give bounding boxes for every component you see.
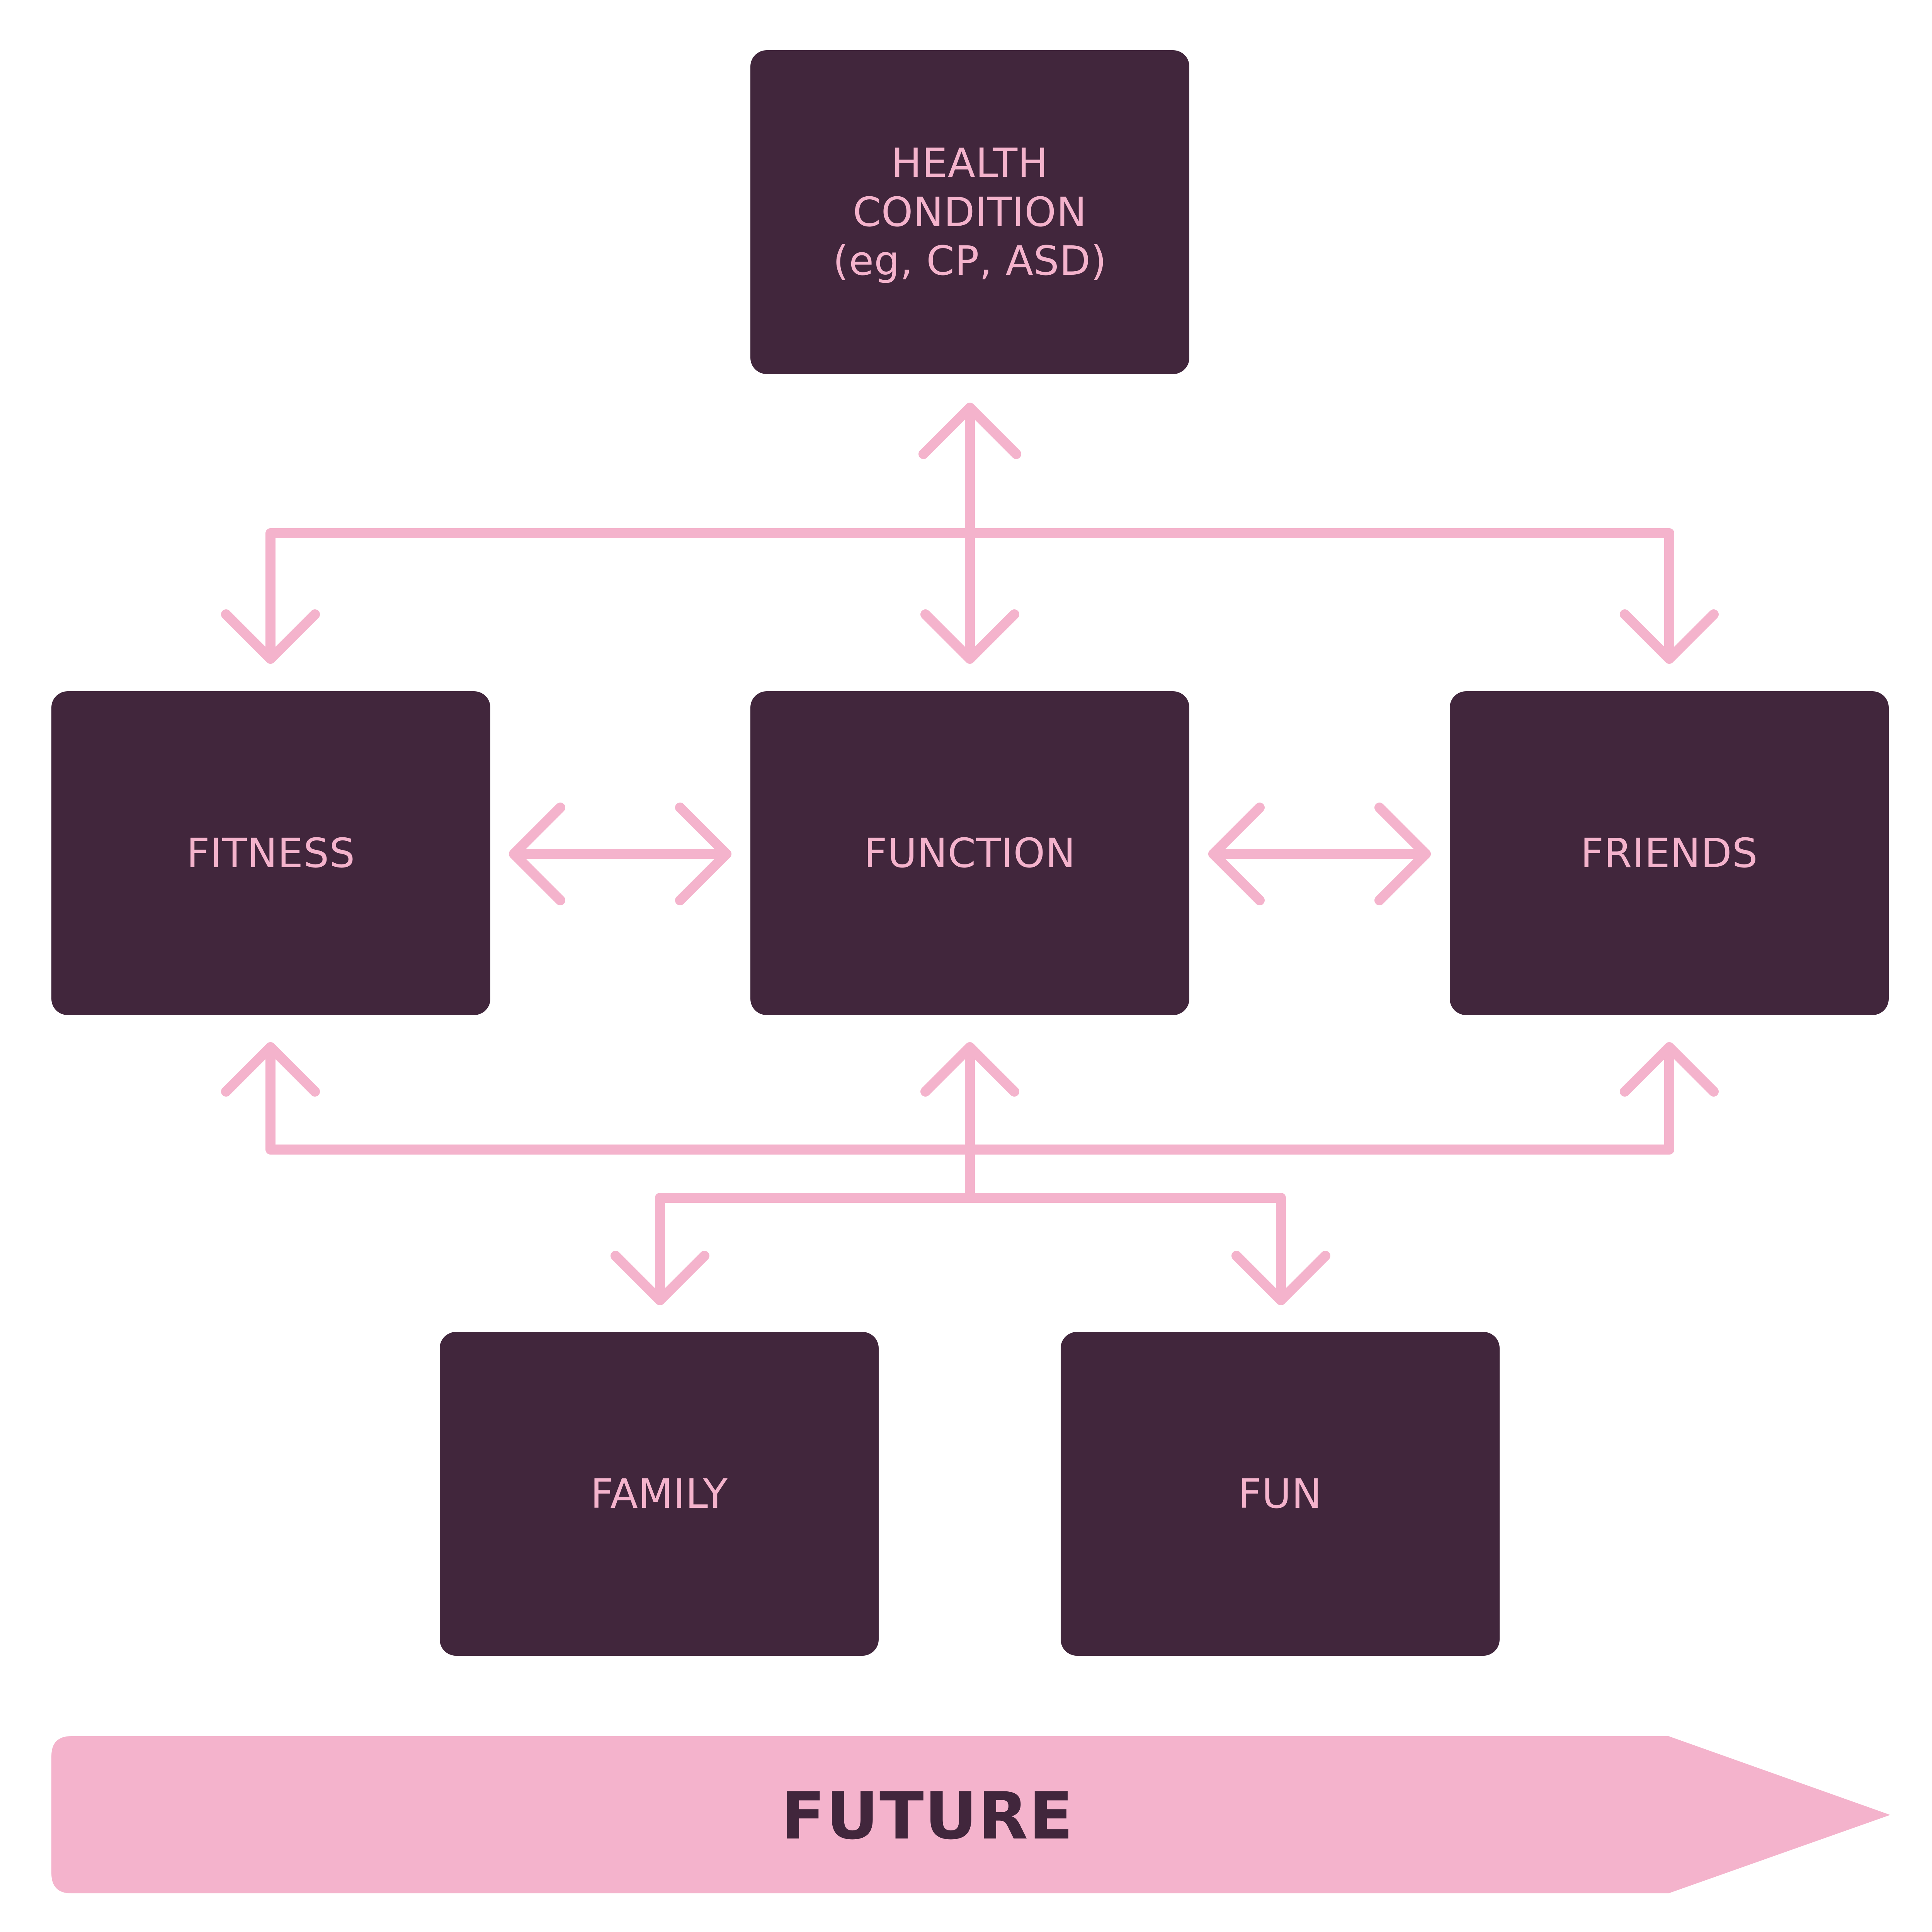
arrowhead-to-health (918, 403, 1021, 459)
health-line-3: (eg, CP, ASD) (833, 237, 1107, 285)
node-health-condition-label: HEALTH CONDITION (eg, CP, ASD) (833, 139, 1107, 286)
node-health-condition: HEALTH CONDITION (eg, CP, ASD) (750, 50, 1189, 374)
node-fitness-label: FITNESS (186, 829, 355, 877)
arrowhead-friends-side (1374, 803, 1431, 905)
arrowhead-fitness-side (509, 803, 565, 905)
future-label: FUTURE (781, 1778, 1074, 1854)
arrowhead-to-fitness (221, 609, 320, 664)
node-friends: FRIENDS (1450, 691, 1889, 1015)
node-fun-label: FUN (1238, 1470, 1322, 1517)
connector-family-fun-split (655, 1193, 1286, 1305)
arrowhead-function-right-side (1208, 803, 1265, 905)
arrowhead-up-function (920, 1042, 1019, 1097)
node-fitness: FITNESS (51, 691, 490, 1015)
node-family-label: FAMILY (590, 1470, 728, 1517)
connector-top-horizontal (265, 528, 1674, 662)
node-function: FUNCTION (750, 691, 1189, 1015)
node-friends-label: FRIENDS (1580, 829, 1758, 877)
arrowhead-to-function-top (920, 609, 1019, 664)
arrowhead-function-left-side (675, 803, 731, 905)
node-function-label: FUNCTION (864, 829, 1076, 877)
arrowhead-to-family (611, 1251, 709, 1305)
node-fun: FUN (1061, 1332, 1500, 1656)
node-family: FAMILY (440, 1332, 879, 1656)
future-arrow-bar (51, 1736, 1890, 1893)
health-line-1: HEALTH (891, 139, 1049, 187)
arrowhead-to-friends (1620, 609, 1719, 664)
arrowhead-up-fitness (221, 1042, 320, 1097)
arrowhead-to-fun (1231, 1251, 1330, 1305)
arrowhead-up-friends (1620, 1042, 1719, 1097)
health-line-2: CONDITION (853, 188, 1087, 236)
